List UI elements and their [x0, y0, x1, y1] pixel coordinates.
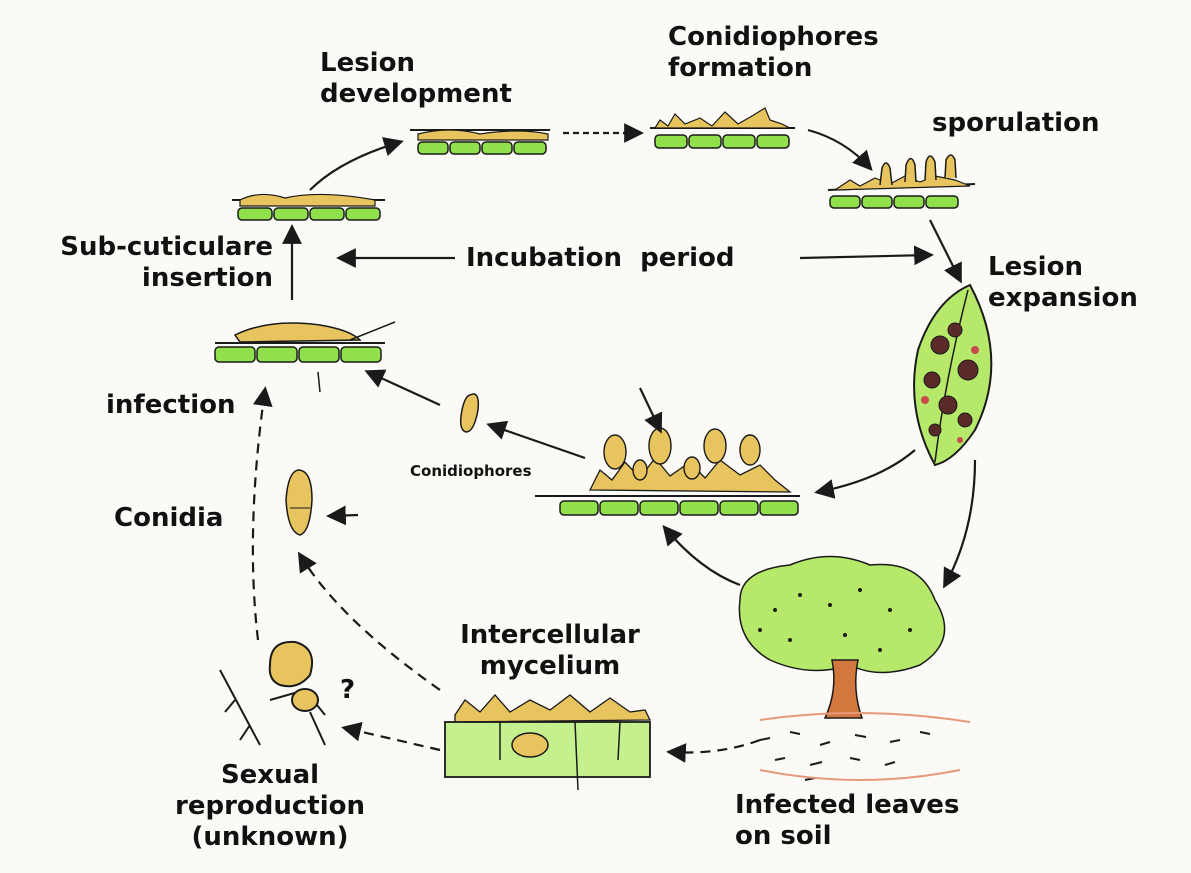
label-infection: infection [106, 390, 236, 421]
label-conidiophores-formation-line1: Conidiophores [668, 22, 879, 53]
label-lesion-expansion-line1: Lesion [988, 252, 1138, 283]
label-conidiophores-formation-line2: formation [668, 53, 879, 84]
label-sub-cuticulare-line2: insertion [25, 263, 273, 294]
label-sexual-reproduction: Sexual reproduction (unknown) [150, 760, 390, 853]
label-lesion-expansion-line2: expansion [988, 283, 1138, 314]
infected-leaf [914, 285, 991, 465]
label-sexual-reproduction-line2: reproduction [150, 791, 390, 822]
label-lesion-development-line1: Lesion [320, 48, 512, 79]
label-intercellular-mycelium-line2: mycelium [440, 651, 660, 682]
label-intercellular-mycelium: Intercellular mycelium [440, 620, 660, 682]
label-sexual-reproduction-line3: (unknown) [150, 822, 390, 853]
label-infected-leaves-on-soil: Infected leaves on soil [735, 790, 959, 852]
lesion-development-tissue [410, 130, 550, 154]
label-infected-leaves-line2: on soil [735, 821, 959, 852]
label-lesion-development: Lesion development [320, 48, 512, 110]
central-conidiophores-tissue [535, 428, 800, 515]
label-conidiophores: Conidiophores [410, 462, 532, 480]
label-sub-cuticulare-line1: Sub-cuticulare [25, 232, 273, 263]
label-lesion-development-line2: development [320, 79, 512, 110]
label-incubation-period: Incubation period [466, 243, 735, 274]
label-conidia: Conidia [114, 503, 223, 534]
dashed-cycle-arrows [253, 390, 760, 753]
sexual-reproduction-sketch [220, 642, 325, 745]
label-conidiophores-formation: Conidiophores formation [668, 22, 879, 84]
intercellular-mycelium-tissue [445, 695, 650, 790]
label-sporulation: sporulation [932, 108, 1099, 139]
conidiophores-formation-tissue [650, 108, 795, 148]
label-sub-cuticulare-insertion: Sub-cuticulare insertion [25, 232, 273, 294]
label-infected-leaves-line1: Infected leaves [735, 790, 959, 821]
sporulation-tissue [828, 155, 975, 208]
label-sexual-reproduction-line1: Sexual [150, 760, 390, 791]
sub-cuticular-tissue [232, 194, 385, 220]
label-lesion-expansion: Lesion expansion [988, 252, 1138, 314]
label-question-mark: ? [340, 675, 355, 706]
infection-tissue [215, 322, 395, 392]
olive-tree [739, 557, 970, 781]
label-intercellular-mycelium-line1: Intercellular [440, 620, 660, 651]
